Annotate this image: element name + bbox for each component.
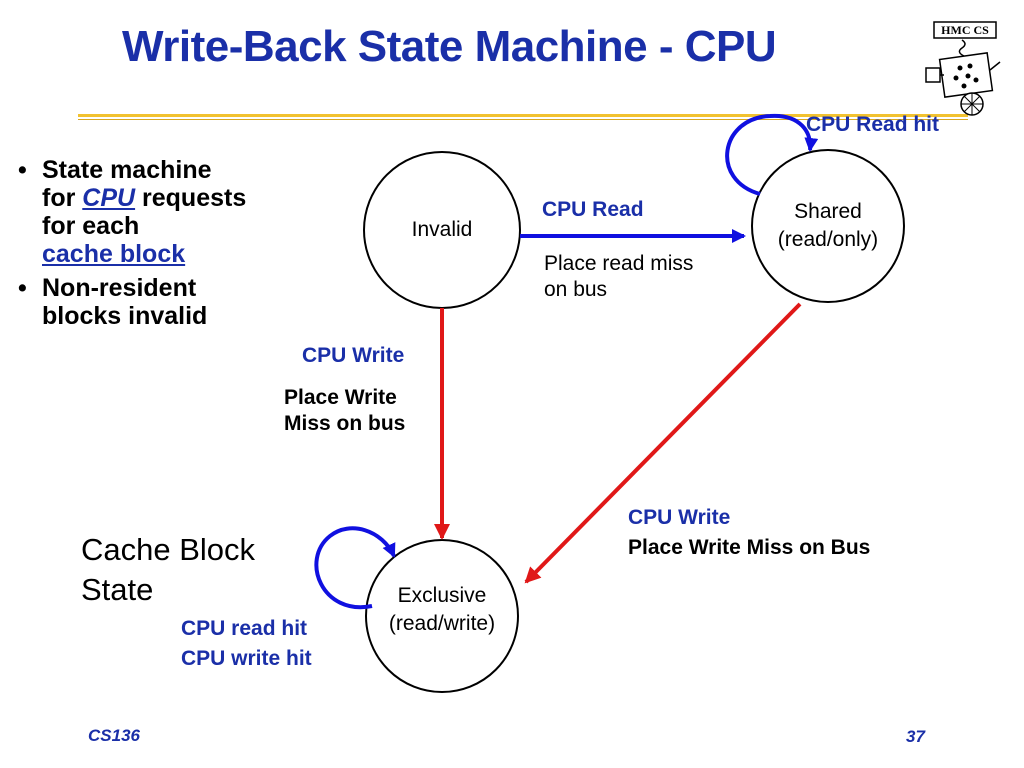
bullet-dot-icon: • — [18, 274, 27, 302]
bullet-text: for — [42, 184, 83, 212]
cpu-link[interactable]: CPU — [82, 184, 136, 212]
trigger-line: CPU read hit — [181, 617, 308, 640]
bullet-line: blocks invalid — [42, 302, 208, 330]
state-shared-circle — [751, 149, 905, 303]
title-divider-shadow — [78, 119, 968, 120]
bullet-line: for CPU requests — [42, 184, 288, 212]
invalid-exclusive-trigger: CPU Write — [302, 344, 405, 367]
state-label-line: Invalid — [411, 218, 473, 241]
exclusive-self-trigger: CPU read hit CPU write hit — [181, 616, 312, 672]
course-label: CS136 — [88, 726, 140, 745]
bullet-line: for each — [42, 212, 140, 240]
legend-line: State — [81, 572, 154, 607]
action-line: Place Write — [284, 386, 397, 409]
shared-exclusive-trigger: CPU Write — [628, 506, 731, 529]
state-invalid-label: Invalid — [382, 216, 502, 244]
action-line: Miss on bus — [284, 412, 406, 435]
shared-self-trigger: CPU Read hit — [806, 113, 940, 136]
bullet-line: Non-resident — [42, 274, 197, 302]
title-divider — [78, 114, 968, 117]
bullet-item: • Non-resident blocks invalid — [18, 274, 288, 330]
action-line: on bus — [544, 278, 608, 301]
logo-text: HMC CS — [941, 23, 989, 37]
state-exclusive-label: Exclusive (read/write) — [372, 582, 512, 638]
cache-block-state-heading: Cache Block State — [81, 530, 311, 610]
bullet-line: cache block — [42, 240, 288, 268]
bullet-dot-icon: • — [18, 156, 27, 184]
page-number: 37 — [906, 727, 925, 746]
invalid-exclusive-action: Place Write Miss on bus — [284, 385, 405, 437]
shared-exclusive-action: Place Write Miss on Bus — [628, 536, 871, 559]
bullet-line: State machine — [42, 156, 212, 184]
state-label-line: (read/only) — [777, 228, 879, 251]
transition-shared-exclusive-arrow — [524, 302, 802, 584]
invalid-shared-action: Place read miss on bus — [544, 251, 693, 303]
bullet-list: • State machine for CPU requests for eac… — [18, 156, 288, 336]
bullet-text: requests — [135, 184, 247, 212]
bullet-item: • State machine for CPU requests for eac… — [18, 156, 288, 268]
transition-exclusive-self-loop — [314, 526, 396, 610]
state-exclusive-circle — [365, 539, 519, 693]
invalid-shared-trigger: CPU Read — [542, 198, 644, 221]
slide-title: Write-Back State Machine - CPU — [122, 22, 777, 71]
hmc-cs-logo: HMC CS — [925, 21, 1001, 116]
state-shared-label: Shared (read/only) — [758, 198, 898, 254]
legend-line: Cache Block — [81, 532, 256, 567]
state-label-line: Exclusive — [397, 584, 487, 607]
transition-shared-self-loop — [725, 113, 819, 196]
state-label-line: (read/write) — [388, 612, 496, 635]
cache-block-link[interactable]: cache block — [42, 240, 186, 268]
state-label-line: Shared — [794, 200, 862, 223]
action-line: Place read miss — [544, 252, 694, 275]
trigger-line: CPU write hit — [181, 647, 312, 670]
